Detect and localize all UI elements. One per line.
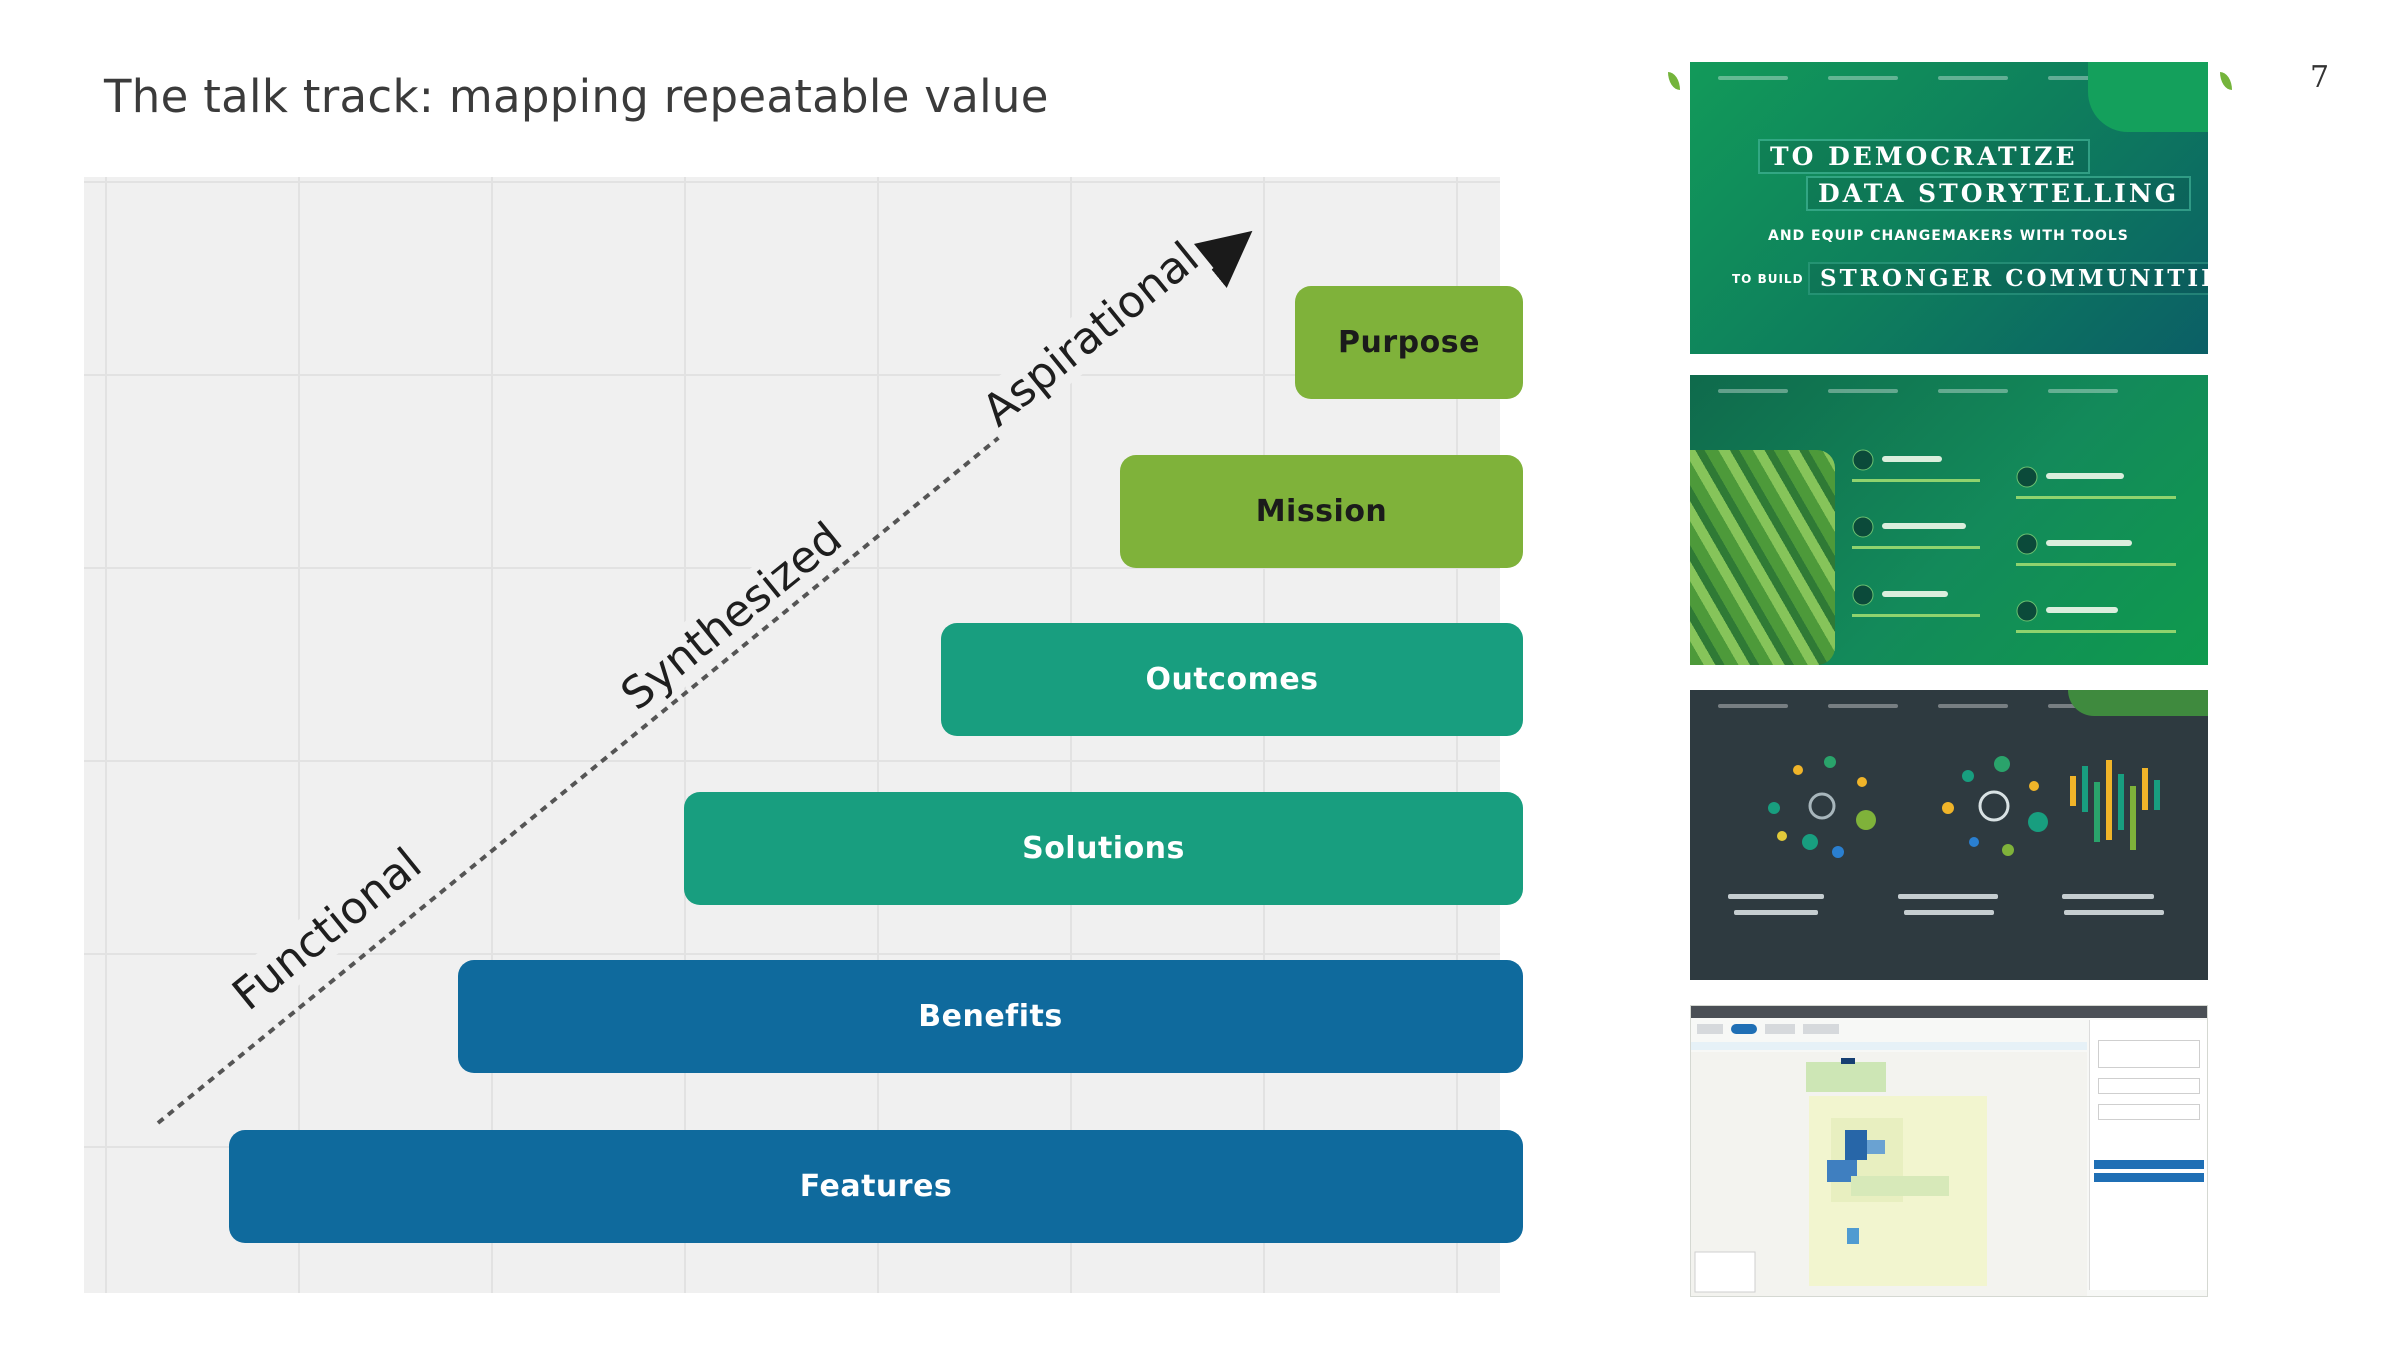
thumbnail-nav <box>1718 389 2118 395</box>
step-mission: Mission <box>1120 455 1523 568</box>
step-purpose: Purpose <box>1295 286 1523 399</box>
step-solutions: Solutions <box>684 792 1523 905</box>
thumbnail-nav <box>1718 76 2118 82</box>
decorative-shape <box>2088 62 2208 132</box>
thumbnail-prefix: TO BUILD <box>1732 272 1804 286</box>
slide-title: The talk track: mapping repeatable value <box>104 70 1049 123</box>
step-benefits: Benefits <box>458 960 1523 1073</box>
thumbnail-subline: AND EQUIP CHANGEMAKERS WITH TOOLS <box>1768 228 2129 244</box>
step-outcomes: Outcomes <box>941 623 1523 736</box>
capability-icons <box>1728 756 2164 915</box>
thumbnail-capabilities-slide <box>1690 690 2208 980</box>
value-staircase-diagram: Functional Synthesized Aspirational Feat… <box>84 177 1523 1293</box>
thumbnail-headline-2: DATA STORYTELLING <box>1806 176 2192 211</box>
leaf-icon <box>2220 72 2232 90</box>
app-header-bar <box>1691 1006 2207 1018</box>
page-number: 7 <box>2310 60 2330 95</box>
info-banner <box>1691 1042 2087 1050</box>
leaf-icon <box>1668 72 1680 90</box>
thumbnail-map-app-screenshot <box>1690 1005 2208 1297</box>
plant-photo <box>1690 450 1835 665</box>
thumbnail-goals-slide <box>1690 375 2208 665</box>
thumbnail-headline-3: STRONGER COMMUNITIES <box>1808 262 2208 295</box>
app-tab-bar <box>1697 1024 2077 1038</box>
app-side-panel <box>2089 1020 2207 1290</box>
choropleth-map <box>1691 1052 2087 1296</box>
goal-list-graphic <box>1852 449 2176 633</box>
thumbnail-mission-slide: TO DEMOCRATIZE DATA STORYTELLING AND EQU… <box>1690 62 2208 354</box>
thumbnail-headline-1: TO DEMOCRATIZE <box>1758 139 2090 174</box>
step-features: Features <box>229 1130 1523 1243</box>
decorative-shape <box>2068 690 2208 716</box>
